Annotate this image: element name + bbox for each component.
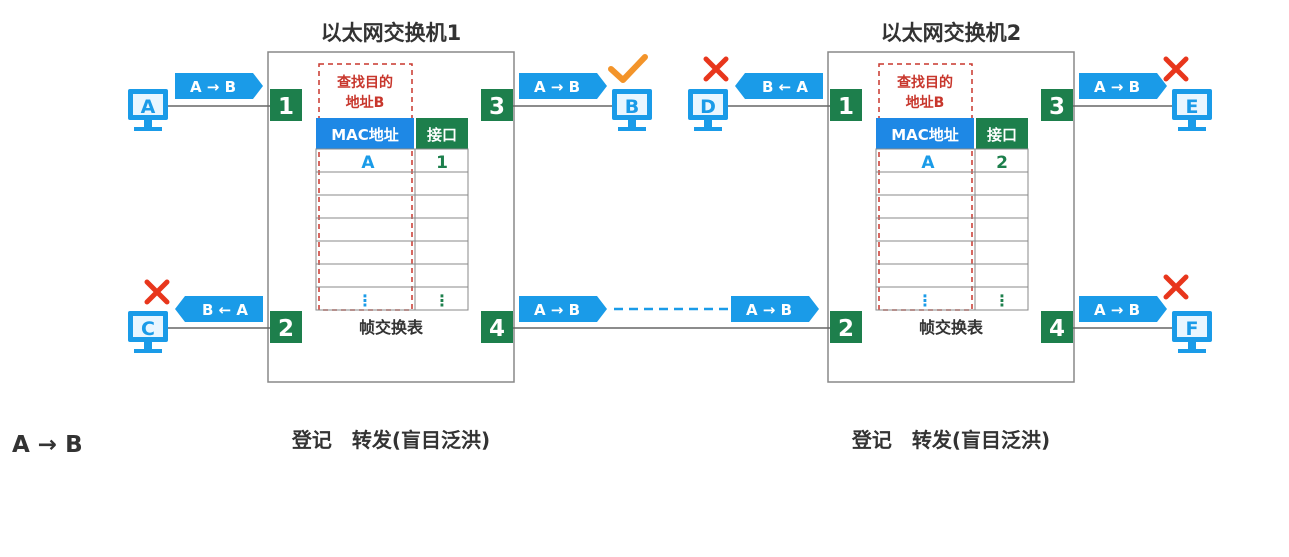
switch-1-lookup-box [318, 63, 413, 311]
frame-arrow-port4-to-f: A → B [1079, 296, 1167, 322]
switch-1-table-caption: 帧交换表 [359, 318, 424, 337]
switch-1-port-2: 2 [270, 311, 302, 343]
switch-1-body [267, 51, 515, 383]
port-number: 3 [489, 94, 505, 120]
frame-label: A → B [1094, 78, 1140, 96]
frame-label: A → B [1094, 301, 1140, 319]
frame-arrow-a-to-port1: A → B [175, 73, 263, 99]
table-row-mac: A [361, 153, 375, 173]
cross-icon [1166, 277, 1186, 297]
switch-1-port-3: 3 [481, 89, 513, 121]
cross-icon [706, 59, 726, 79]
cross-icon [147, 282, 167, 302]
switch-1: 以太网交换机1 查找目的 地址B MAC地址 接口 A 1 ⋮ [267, 21, 515, 452]
port-header-cell [976, 118, 1028, 149]
switch-2-body [827, 51, 1075, 383]
switch-2-title: 以太网交换机2 [881, 21, 1022, 45]
host-label: F [1186, 318, 1199, 340]
switch-2-port-3: 3 [1041, 89, 1073, 121]
host-c: C [128, 311, 168, 353]
mac-ellipsis: ⋮ [357, 291, 373, 310]
frame-arrow-port3-to-b: A → B [519, 73, 607, 99]
mac-header-cell [876, 118, 974, 149]
switch-2-port-2: 2 [830, 311, 862, 343]
frame-arrow-port2-to-c: B ← A [175, 296, 263, 322]
table-row-mac: A [921, 153, 935, 173]
port-number: 2 [278, 316, 294, 342]
port-number: 4 [489, 316, 505, 342]
frame-label: B ← A [202, 301, 248, 319]
mac-header: MAC地址 [891, 126, 959, 144]
links [168, 105, 1172, 329]
switch-1-mac-table: MAC地址 接口 A 1 ⋮ ⋮ [315, 118, 469, 311]
port-number: 1 [278, 94, 294, 120]
table-row-port: 2 [996, 153, 1008, 173]
port-header-cell [416, 118, 468, 149]
frame-arrow-port3-to-e: A → B [1079, 73, 1167, 99]
port-header: 接口 [427, 126, 457, 144]
table-row-port: 1 [436, 153, 448, 173]
host-label: B [625, 96, 639, 118]
frame-arrow-into-port2: A → B [731, 296, 819, 322]
frame-arrow-port4-out: A → B [519, 296, 607, 322]
host-d: D [688, 89, 728, 131]
switch-1-lookup-label-line2: 地址B [346, 94, 385, 111]
frame-label: B ← A [762, 78, 808, 96]
frame-arrow-port1-to-d: B ← A [735, 73, 823, 99]
mac-header-cell [316, 118, 414, 149]
host-label: A [141, 96, 156, 118]
switch-2: 以太网交换机2 查找目的 地址B MAC地址 接口 A 2 ⋮ ⋮ [827, 21, 1075, 452]
switch-2-mac-table: MAC地址 接口 A 2 ⋮ ⋮ [875, 118, 1029, 311]
switch-2-lookup-label-line2: 地址B [906, 94, 945, 111]
frame-label: A → B [534, 301, 580, 319]
mac-header: MAC地址 [331, 126, 399, 144]
switch-2-table-caption: 帧交换表 [919, 318, 984, 337]
port-number: 3 [1049, 94, 1065, 120]
table-grid [875, 148, 1029, 311]
switch-1-title: 以太网交换机1 [321, 21, 462, 45]
switch-1-port-1: 1 [270, 89, 302, 121]
cross-icon [1166, 59, 1186, 79]
host-e: E [1172, 89, 1212, 131]
port-ellipsis: ⋮ [434, 291, 450, 310]
switch-1-lookup-label-line1: 查找目的 [337, 74, 393, 91]
check-icon [611, 57, 645, 80]
switch-2-steps: 登记 转发(盲目泛洪) [851, 428, 1050, 452]
port-number: 2 [838, 316, 854, 342]
switch-2-port-1: 1 [830, 89, 862, 121]
host-f: F [1172, 311, 1212, 353]
frame-label: A → B [190, 78, 236, 96]
host-b: B [612, 89, 652, 131]
table-grid [315, 148, 469, 311]
port-header: 接口 [987, 126, 1017, 144]
switch-2-lookup-box [878, 63, 973, 311]
host-label: E [1186, 96, 1199, 118]
frame-label: A → B [746, 301, 792, 319]
switch-2-lookup-label-line1: 查找目的 [897, 74, 953, 91]
bottom-left-frame-label: A → B [12, 432, 83, 458]
port-ellipsis: ⋮ [994, 291, 1010, 310]
host-a: A [128, 89, 168, 131]
port-number: 1 [838, 94, 854, 120]
mac-ellipsis: ⋮ [917, 291, 933, 310]
switch-2-port-4: 4 [1041, 311, 1073, 343]
port-number: 4 [1049, 316, 1065, 342]
frame-label: A → B [534, 78, 580, 96]
switch-1-steps: 登记 转发(盲目泛洪) [291, 428, 490, 452]
switch-1-port-4: 4 [481, 311, 513, 343]
host-label: D [700, 96, 716, 118]
host-label: C [141, 318, 155, 340]
